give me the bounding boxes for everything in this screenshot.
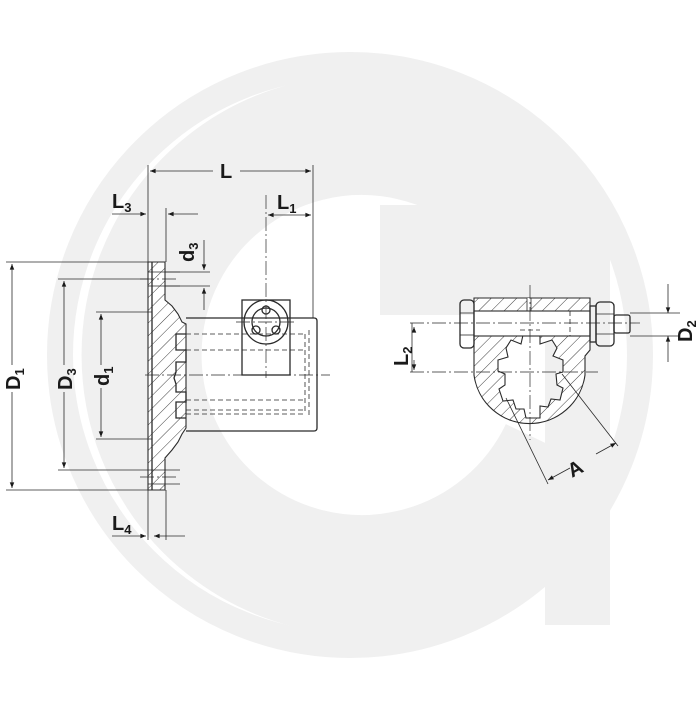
dimension-L2: L2 [391,323,417,372]
dimension-L1: L1 [267,192,312,218]
label-L1: L1 [277,192,296,216]
section-view [410,285,640,440]
dimension-d3: d3 [177,240,207,310]
label-L3: L3 [112,191,131,215]
label-d3: d3 [177,243,201,262]
dimension-d1: d1 [92,313,116,438]
label-D2: D2 [675,320,699,342]
dimension-L: L [150,161,312,183]
watermark-logo [47,52,653,658]
dimension-D2: D2 [630,284,699,362]
dimension-D1: D1 [3,263,27,489]
dimension-L4: L4 [112,513,185,539]
label-L4: L4 [112,513,132,537]
side-view [6,165,330,540]
label-L: L [220,161,232,183]
label-d1: d1 [92,367,116,386]
label-L2: L2 [391,347,415,366]
label-D3: D3 [55,368,79,390]
dimension-L3: L3 [112,191,198,217]
dimension-D3: D3 [55,280,79,469]
label-D1: D1 [3,368,27,390]
